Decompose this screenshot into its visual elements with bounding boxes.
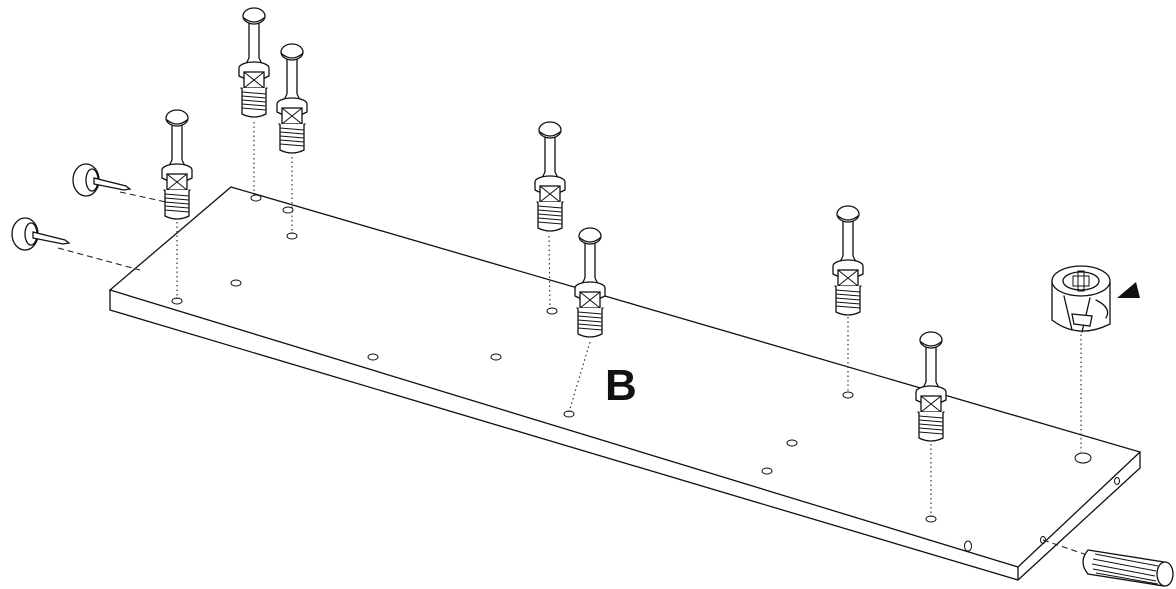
cam-dowel <box>534 121 566 232</box>
cam-dowel <box>276 43 308 154</box>
cam-dowel <box>161 109 193 220</box>
leader-lines <box>57 122 1091 557</box>
board-panel <box>108 186 1142 581</box>
cam-dowel <box>574 227 606 338</box>
cam-lock <box>1051 265 1111 333</box>
furniture-glide <box>72 163 131 197</box>
wood-dowel <box>1082 549 1174 587</box>
cam-dowel <box>238 7 270 118</box>
board-holes <box>171 194 1092 523</box>
direction-arrow-icon <box>1117 282 1140 298</box>
cam-dowel <box>832 205 864 316</box>
cam-dowel <box>915 331 947 442</box>
furniture-glide <box>11 217 70 251</box>
part-label: B <box>605 361 637 410</box>
